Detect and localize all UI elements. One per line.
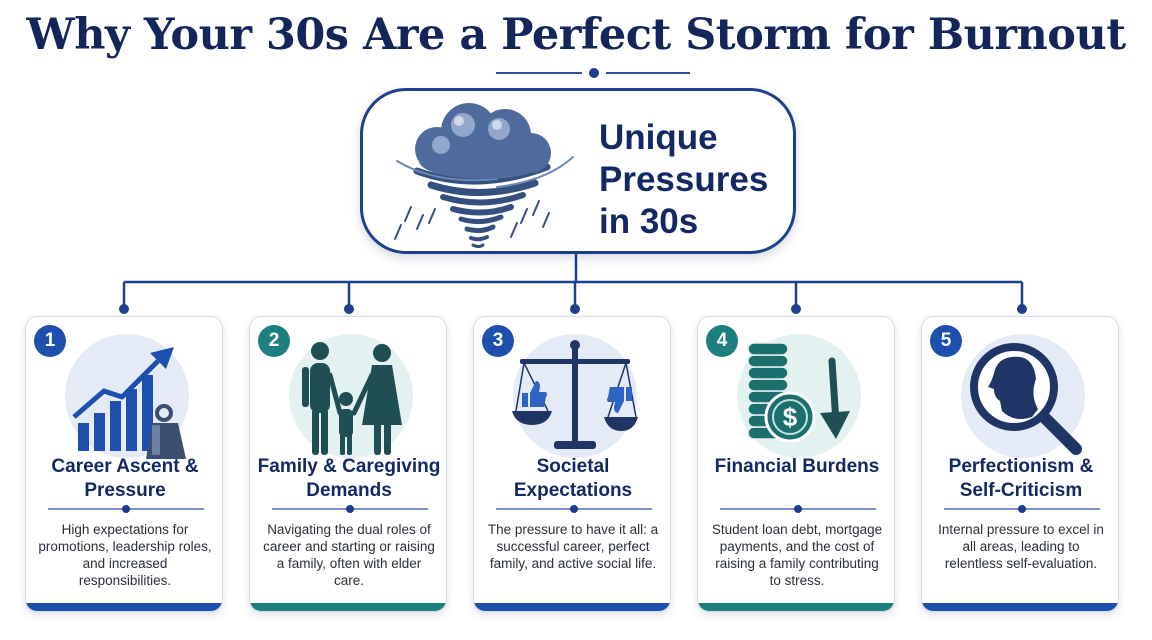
card-description: The pressure to have it all: a successfu…	[487, 522, 659, 571]
card-number-badge: 2	[258, 325, 290, 357]
card-description: Internal pressure to excel in all areas,…	[938, 522, 1104, 571]
card-accent-bar	[250, 603, 446, 611]
card-title: Career Ascent & Pressure	[51, 456, 199, 501]
title-divider-left	[496, 72, 582, 74]
card-title: Societal Expectations	[513, 456, 633, 501]
central-hub: Unique Pressures in 30s	[360, 88, 796, 254]
card-financial-burdens: 4 $ Financial Burdens Student loan debt,…	[697, 316, 895, 612]
card-description: High expectations for promotions, leader…	[38, 522, 212, 588]
card-societal-expectations: 3 Societal Expectations The pressure to …	[473, 316, 671, 612]
card-description: Navigating the dual roles of career and …	[263, 522, 435, 588]
rising-chart-weight-icon	[65, 334, 189, 459]
thumbs-down-mark	[607, 387, 632, 413]
card-title: Perfectionism & Self-Criticism	[948, 456, 1094, 501]
card-divider-dot	[346, 505, 354, 513]
card-perfectionism: 5 Perfectionism & Self-Criticism Interna…	[921, 316, 1119, 612]
card-title: Financial Burdens	[714, 456, 880, 477]
card-accent-bar	[26, 603, 222, 611]
balance-scale-icon	[512, 334, 638, 458]
card-career-ascent: 1 Career Ascent & Pressure High expectat…	[25, 316, 223, 612]
branch-node-1	[119, 304, 129, 314]
card-accent-bar	[698, 603, 894, 611]
card-number-badge: 5	[930, 325, 962, 357]
card-accent-bar	[922, 603, 1118, 611]
page-title: Why Your 30s Are a Perfect Storm for Bur…	[26, 10, 1126, 60]
svg-text:$: $	[783, 402, 798, 432]
card-number-badge: 1	[34, 325, 66, 357]
card-divider-dot	[794, 505, 802, 513]
branch-node-3	[570, 304, 580, 314]
family-icon	[289, 334, 413, 458]
branch-node-2	[344, 304, 354, 314]
card-number-badge: 4	[706, 325, 738, 357]
branch-node-5	[1017, 304, 1027, 314]
card-divider-dot	[122, 505, 130, 513]
title-divider-right	[606, 72, 690, 74]
card-number-badge: 3	[482, 325, 514, 357]
thumbs-up-mark	[522, 381, 547, 407]
card-divider-dot	[1018, 505, 1026, 513]
card-accent-bar	[474, 603, 670, 611]
hub-label: Unique Pressures in 30s	[599, 118, 769, 241]
magnifier-profile-icon	[961, 334, 1085, 458]
title-divider-dot	[589, 68, 599, 78]
branch-node-4	[791, 304, 801, 314]
kettlebell-weight	[146, 404, 186, 459]
card-description: Student loan debt, mortgage payments, an…	[711, 522, 883, 588]
coins-down-arrow-icon: $	[737, 334, 861, 458]
storm-tornado-icon	[394, 103, 574, 248]
card-divider-dot	[570, 505, 578, 513]
card-family-caregiving: 2 Family & Caregiving Demands Navigating…	[249, 316, 447, 612]
card-title: Family & Caregiving Demands	[257, 456, 441, 501]
